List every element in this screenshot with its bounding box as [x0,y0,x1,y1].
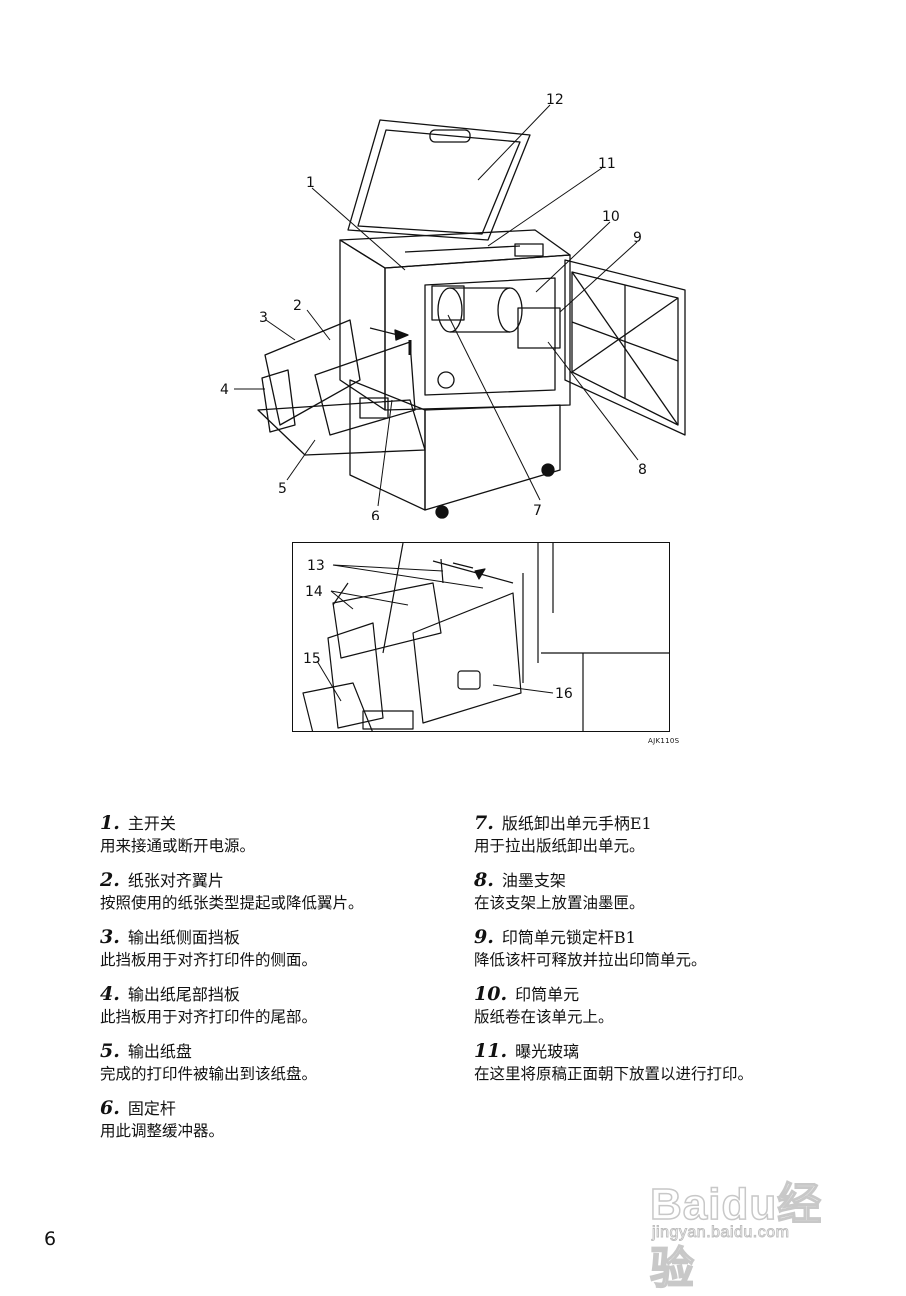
item-title: 曝光玻璃 [515,1042,580,1061]
callout-6: 6 [371,509,380,520]
callout-5: 5 [278,481,287,497]
item-description: 用此调整缓冲器。 [100,1122,225,1140]
legend-item: 10. 印筒单元 版纸卷在该单元上。 [474,983,814,1029]
legend-item: 11. 曝光玻璃 在这里将原稿正面朝下放置以进行打印。 [474,1040,814,1086]
item-title: 印筒单元锁定杆B1 [501,928,636,947]
item-number: 7. [474,812,494,834]
watermark-url: jingyan.baidu.com [652,1224,790,1242]
callout-15: 15 [303,651,321,667]
figure-code: AJK110S [648,737,680,745]
item-description: 用来接通或断开电源。 [100,837,256,855]
legend-item: 5. 输出纸盘 完成的打印件被输出到该纸盘。 [100,1040,440,1086]
item-number: 9. [474,926,494,948]
item-number: 4. [100,983,120,1005]
item-title: 印筒单元 [515,985,580,1004]
callout-7: 7 [533,503,542,519]
item-number: 8. [474,869,494,891]
callout-12: 12 [546,92,564,108]
watermark-logo: Baidu经验 [649,1179,823,1294]
callout-11: 11 [598,156,616,172]
callout-2: 2 [293,298,302,314]
page-number: 6 [44,1228,57,1250]
callout-1: 1 [306,175,315,191]
callout-14: 14 [305,584,323,600]
item-title: 主开关 [127,814,176,833]
legend-item: 6. 固定杆 用此调整缓冲器。 [100,1097,440,1143]
item-title: 油墨支架 [501,871,566,890]
item-description: 用于拉出版纸卸出单元。 [474,837,645,855]
baidu-watermark: Baidu经验 jingyan.baidu.com [649,1150,860,1294]
item-description: 在这里将原稿正面朝下放置以进行打印。 [474,1065,754,1083]
legend-item: 3. 输出纸侧面挡板 此挡板用于对齐打印件的侧面。 [100,926,440,972]
item-title: 版纸卸出单元手柄E1 [501,814,652,833]
legend-item: 7. 版纸卸出单元手柄E1 用于拉出版纸卸出单元。 [474,812,814,858]
item-description: 版纸卷在该单元上。 [474,1008,614,1026]
callout-4: 4 [220,382,229,398]
legend-item: 2. 纸张对齐翼片 按照使用的纸张类型提起或降低翼片。 [100,869,440,915]
legend-item: 8. 油墨支架 在该支架上放置油墨匣。 [474,869,814,915]
legend-item: 1. 主开关 用来接通或断开电源。 [100,812,440,858]
legend-column-left: 1. 主开关 用来接通或断开电源。 2. 纸张对齐翼片 按照使用的纸张类型提起或降低… [100,812,440,1154]
item-number: 10. [474,983,508,1005]
item-description: 此挡板用于对齐打印件的尾部。 [100,1008,318,1026]
legend-item: 4. 输出纸尾部挡板 此挡板用于对齐打印件的尾部。 [100,983,440,1029]
item-title: 输出纸侧面挡板 [127,928,240,947]
item-title: 输出纸尾部挡板 [127,985,240,1004]
legend-item: 9. 印筒单元锁定杆B1 降低该杆可释放并拉出印筒单元。 [474,926,814,972]
item-title: 固定杆 [127,1099,176,1118]
item-description: 此挡板用于对齐打印件的侧面。 [100,951,318,969]
item-number: 2. [100,869,120,891]
item-number: 5. [100,1040,120,1062]
callout-13: 13 [307,558,325,574]
item-number: 6. [100,1097,120,1119]
inset-illustration: 13 14 15 16 [292,542,670,732]
item-number: 1. [100,812,120,834]
callout-10: 10 [602,209,620,225]
item-title: 输出纸盘 [127,1042,192,1061]
callout-8: 8 [638,462,647,478]
callout-9: 9 [633,230,642,246]
item-title: 纸张对齐翼片 [127,871,224,890]
item-description: 完成的打印件被输出到该纸盘。 [100,1065,318,1083]
item-number: 11. [474,1040,508,1062]
callout-3: 3 [259,310,268,326]
callout-16: 16 [555,686,573,702]
item-description: 在该支架上放置油墨匣。 [474,894,645,912]
item-description: 按照使用的纸张类型提起或降低翼片。 [100,894,364,912]
duplicator-illustration: 1 2 3 4 5 6 7 8 9 10 11 12 [220,92,686,520]
item-description: 降低该杆可释放并拉出印筒单元。 [474,951,707,969]
item-number: 3. [100,926,120,948]
legend-column-right: 7. 版纸卸出单元手柄E1 用于拉出版纸卸出单元。 8. 油墨支架 在该支架上放置油… [474,812,814,1097]
